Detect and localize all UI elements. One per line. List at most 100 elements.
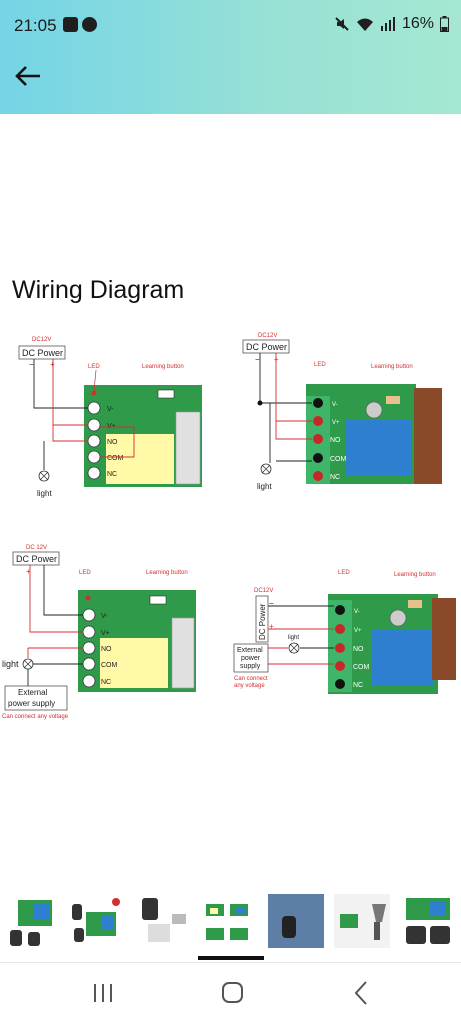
app-header: 21:05 16% bbox=[0, 0, 461, 114]
back-nav-icon[interactable] bbox=[342, 977, 382, 1009]
learning-button bbox=[157, 389, 175, 399]
svg-text:V-: V- bbox=[332, 402, 338, 408]
svg-text:NC: NC bbox=[330, 474, 340, 481]
relay bbox=[346, 420, 412, 476]
svg-text:V+: V+ bbox=[332, 420, 340, 426]
svg-text:DC12V: DC12V bbox=[254, 588, 273, 594]
home-icon[interactable] bbox=[212, 977, 252, 1009]
wiring-diagram-1: DC12V DC Power LED Learning button V- V+… bbox=[8, 330, 218, 505]
wire-v-minus bbox=[33, 359, 88, 409]
svg-text:light: light bbox=[288, 635, 299, 641]
notification-icon bbox=[63, 17, 78, 32]
pin-v-minus: V- bbox=[107, 406, 114, 413]
led-label: LED bbox=[88, 364, 100, 370]
dc-power-box bbox=[18, 345, 66, 360]
back-arrow-icon[interactable] bbox=[12, 60, 44, 92]
battery-percent: 16% bbox=[401, 15, 434, 32]
antenna-coil bbox=[414, 388, 442, 484]
thumbnail-lamp-switch[interactable] bbox=[334, 894, 390, 948]
learning-button-label: Learning button bbox=[142, 364, 184, 370]
svg-text:+: + bbox=[274, 355, 279, 364]
svg-text:Learning button: Learning button bbox=[394, 572, 436, 578]
battery-icon bbox=[440, 16, 449, 32]
svg-text:NC: NC bbox=[101, 679, 111, 686]
thumbnail-selected-indicator bbox=[198, 956, 264, 960]
signal-icon bbox=[380, 17, 395, 31]
svg-text:DC Power: DC Power bbox=[258, 603, 267, 640]
svg-text:supply: supply bbox=[240, 663, 261, 670]
mute-icon bbox=[335, 17, 349, 31]
svg-text:Learning button: Learning button bbox=[146, 570, 188, 576]
svg-text:External: External bbox=[237, 647, 263, 654]
thumbnail-strip bbox=[0, 894, 461, 952]
recent-apps-icon[interactable] bbox=[83, 977, 123, 1009]
svg-text:COM: COM bbox=[101, 662, 118, 669]
svg-text:LED: LED bbox=[79, 570, 91, 576]
svg-text:+: + bbox=[269, 622, 274, 631]
svg-text:V-: V- bbox=[354, 609, 360, 615]
thumbnail-relay-with-remotes[interactable] bbox=[400, 894, 456, 948]
relay-area bbox=[106, 434, 174, 484]
svg-text:V+: V+ bbox=[101, 630, 110, 637]
svg-text:NC: NC bbox=[353, 682, 363, 689]
svg-text:any voltage: any voltage bbox=[234, 683, 265, 689]
svg-text:DC Power: DC Power bbox=[246, 342, 287, 352]
svg-text:−: − bbox=[29, 360, 34, 369]
svg-text:light: light bbox=[257, 482, 272, 491]
svg-text:power supply: power supply bbox=[8, 699, 55, 708]
svg-text:−: − bbox=[269, 599, 274, 608]
svg-text:+: + bbox=[26, 567, 31, 576]
status-right: 16% bbox=[334, 15, 449, 33]
svg-text:light: light bbox=[2, 659, 19, 669]
status-bar: 21:05 16% bbox=[0, 0, 461, 52]
capacitor bbox=[365, 401, 383, 419]
app-notification-icon bbox=[82, 17, 97, 32]
external-supply-box bbox=[233, 643, 269, 673]
svg-text:V-: V- bbox=[101, 613, 108, 620]
svg-text:COM: COM bbox=[330, 456, 347, 463]
relay-module bbox=[175, 411, 201, 485]
wiring-diagram-4: DC12V DC Power LED Learning button V- V+… bbox=[232, 566, 458, 696]
svg-text:+: + bbox=[50, 360, 55, 369]
thumbnail-remote-on-jeans[interactable] bbox=[268, 894, 324, 948]
svg-text:NO: NO bbox=[330, 437, 341, 444]
svg-text:Can connect: Can connect bbox=[234, 676, 268, 682]
wifi-icon bbox=[356, 18, 373, 31]
thumbnail-wiring-diagram[interactable] bbox=[200, 894, 256, 948]
svg-text:V+: V+ bbox=[354, 628, 362, 634]
svg-text:power: power bbox=[241, 655, 261, 662]
svg-text:NO: NO bbox=[353, 646, 364, 653]
led-indicator bbox=[91, 390, 97, 396]
svg-text:COM: COM bbox=[353, 664, 370, 671]
page-title: Wiring Diagram bbox=[12, 276, 185, 304]
thumbnail-remote-kit-2[interactable] bbox=[68, 894, 124, 948]
wiring-diagram-3: DC 12V DC Power LED Learning button V- V… bbox=[0, 540, 210, 725]
svg-text:External: External bbox=[18, 688, 48, 697]
svg-text:DC Power: DC Power bbox=[16, 554, 57, 564]
thumbnail-remote-kit-1[interactable] bbox=[4, 894, 60, 948]
status-time: 21:05 bbox=[14, 16, 57, 35]
svg-text:DC 12V: DC 12V bbox=[26, 545, 47, 551]
wiring-diagram-2: DC12V DC Power LED Learning button V- V+… bbox=[236, 328, 452, 503]
dc-power-box bbox=[242, 339, 290, 354]
dc-power-box bbox=[12, 551, 60, 566]
dc-power-box bbox=[255, 595, 269, 643]
svg-text:NO: NO bbox=[101, 646, 112, 653]
pin-v-plus: V+ bbox=[107, 423, 116, 430]
svg-text:LED: LED bbox=[338, 570, 350, 576]
learning-button bbox=[386, 396, 400, 404]
external-supply-box bbox=[4, 685, 68, 711]
svg-text:Can connect any voltage: Can connect any voltage bbox=[2, 714, 69, 720]
pin-no: NO bbox=[107, 439, 118, 446]
wire-v-plus bbox=[52, 359, 88, 426]
light-label: light bbox=[37, 489, 52, 498]
svg-text:DC12V: DC12V bbox=[258, 333, 277, 339]
dc-volt-label: DC12V bbox=[32, 337, 51, 343]
svg-text:LED: LED bbox=[314, 362, 326, 368]
pin-nc: NC bbox=[107, 471, 117, 478]
system-nav-bar bbox=[0, 962, 461, 1025]
thumbnail-remote-kit-3[interactable] bbox=[134, 894, 190, 948]
svg-text:−: − bbox=[255, 355, 260, 364]
dc-power-label: DC Power bbox=[22, 348, 63, 358]
pin-com: COM bbox=[107, 455, 124, 462]
